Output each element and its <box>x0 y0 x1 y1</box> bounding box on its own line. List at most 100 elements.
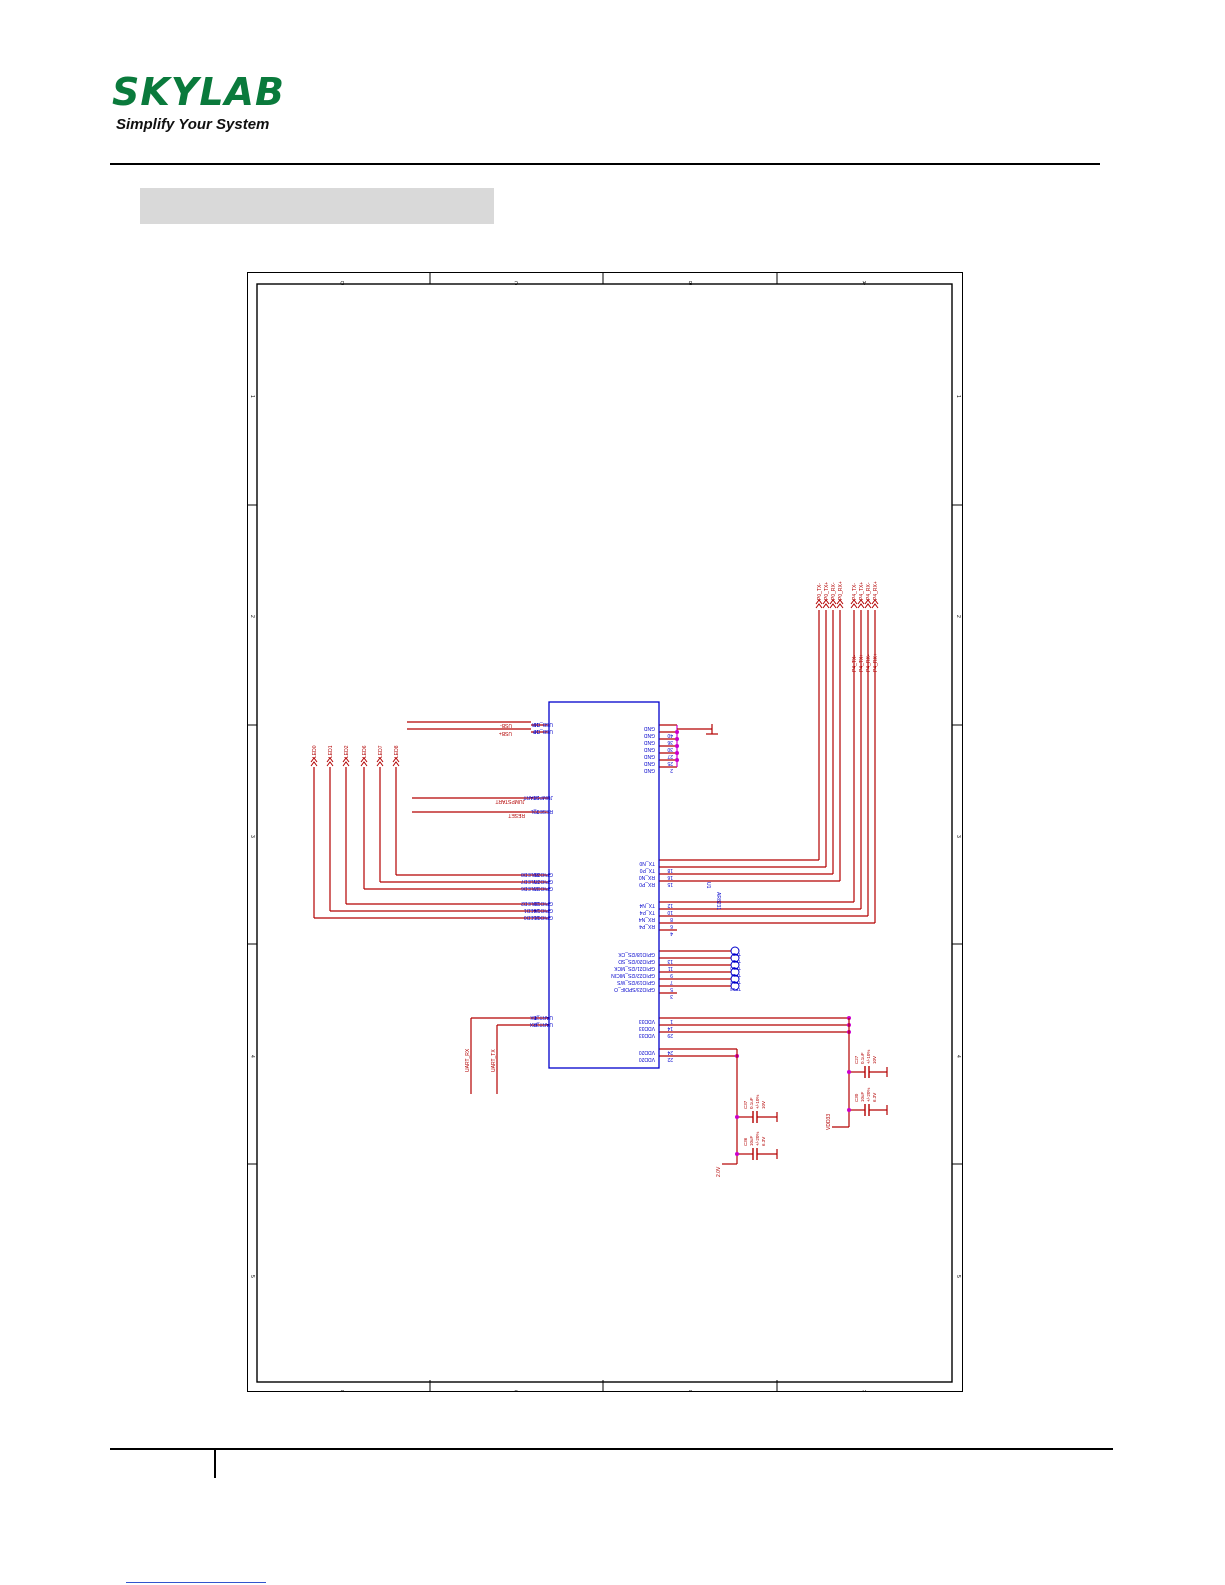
ic-body <box>548 701 660 1069</box>
net-flag <box>326 757 334 767</box>
pin-number: 6 <box>670 923 673 929</box>
junction-dot <box>675 751 679 755</box>
pin-name: TX_P4 <box>639 909 655 915</box>
cap-voltage: 10V <box>872 1056 877 1064</box>
border-number: 4 <box>955 1055 961 1058</box>
pin-name: GND <box>644 753 656 759</box>
pin-name: GPIO23/SPDIF_O <box>614 986 655 992</box>
pin-number: 35 <box>533 914 539 920</box>
pin-number: 2 <box>670 767 673 773</box>
cap-ref: C36 <box>743 1137 748 1146</box>
border-letter: B <box>688 1388 692 1392</box>
border-letter: D <box>340 279 344 285</box>
footer-separator <box>214 1450 216 1478</box>
logo-tagline: Simplify Your System <box>116 116 270 133</box>
cap-tolerance: +/-20% <box>755 1132 760 1146</box>
pin-number: 33 <box>533 900 539 906</box>
port-label: P4_RX+ <box>873 653 879 672</box>
cap-voltage: 6.3V <box>761 1137 766 1146</box>
pin-number: 14 <box>667 1025 673 1031</box>
net-label: LED2 <box>344 745 350 758</box>
net-label: LED7 <box>378 745 384 758</box>
pin-name: GND <box>644 732 656 738</box>
pin-number: 30 <box>667 746 673 752</box>
pin-name: VDD33 <box>639 1018 655 1024</box>
pin-number: 34 <box>533 907 539 913</box>
pin-number: 23 <box>533 808 539 814</box>
border-number: 2 <box>955 615 961 618</box>
cap-ref: C27 <box>854 1055 859 1064</box>
pin-name: JUMPSTART <box>523 794 553 800</box>
tp-label: TP8 <box>732 952 741 957</box>
net-flag <box>850 599 858 609</box>
pin-number: 24 <box>667 1049 673 1055</box>
pin-name: GPIO17/LED6 <box>521 885 553 891</box>
pin-name: GND <box>644 760 656 766</box>
pin-number: 17 <box>533 721 539 727</box>
pin-number: 11 <box>668 965 673 971</box>
schematic-nets <box>313 610 888 1165</box>
cap-value: 10uF <box>749 1135 754 1146</box>
pin-name: USB_DP <box>532 728 553 734</box>
header-divider <box>110 163 1100 165</box>
pin-name: GPIO19/I2S_WS <box>617 979 655 985</box>
net-label: UART_RX <box>465 1048 471 1072</box>
cap-voltage: 6.3V <box>872 1093 877 1102</box>
test-point <box>730 960 740 970</box>
border-letter: A <box>862 1388 866 1392</box>
tp-label: TP10 <box>730 966 741 971</box>
pin-number: 1 <box>670 1018 673 1024</box>
test-point <box>730 981 740 991</box>
pin-number: 22 <box>667 1056 673 1062</box>
net-flag <box>829 599 837 609</box>
net-label: USB- <box>500 722 512 728</box>
border-letter: A <box>862 279 866 285</box>
pin-name: USB_DM <box>532 721 553 727</box>
pin-name: GPIO20/I2S_SD <box>618 958 655 964</box>
net-label: LED0 <box>312 745 318 758</box>
cap-tolerance: +/-10% <box>755 1095 760 1109</box>
net-label: LED1 <box>328 745 334 758</box>
port-label: P4_RX- <box>866 654 872 672</box>
port-label: P4_TX- <box>852 583 858 600</box>
net-flag <box>822 599 830 609</box>
tp-label: TP13 <box>730 987 741 992</box>
border-number: 2 <box>249 615 255 618</box>
port-label: P4_RX+ <box>873 581 879 600</box>
net-flag <box>836 599 844 609</box>
pin-name: TX_N0 <box>639 860 655 866</box>
border-number: 1 <box>249 395 255 398</box>
border-number: 1 <box>955 395 961 398</box>
pin-name: VDD33 <box>639 1032 655 1038</box>
port-label: P4_RX- <box>866 582 872 600</box>
port-label: P4_TX+ <box>859 654 865 672</box>
port-label: P4_TX+ <box>859 582 865 600</box>
pin-number: 37 <box>533 1021 539 1027</box>
border-letter: D <box>340 1388 344 1392</box>
test-point <box>730 967 740 977</box>
net-flag <box>392 757 400 767</box>
border-letter: C <box>514 279 518 285</box>
pin-name: RESET_L <box>531 808 553 814</box>
pin-number: 16 <box>667 874 673 880</box>
pin-name: GPIO1/LED1 <box>524 907 553 913</box>
pin-number: 9 <box>670 972 673 978</box>
pin-number: 40 <box>667 732 673 738</box>
cap-value: 0.1uF <box>860 1052 865 1064</box>
pin-number: 12 <box>667 902 673 908</box>
border-letter: C <box>514 1388 518 1392</box>
pin-number: 20 <box>533 871 539 877</box>
pin-name: GND <box>644 767 656 773</box>
net-flag <box>310 757 318 767</box>
cap-ref: C37 <box>743 1100 748 1109</box>
junction-dot <box>735 1115 739 1119</box>
net-flag <box>360 757 368 767</box>
port-label: P0_TX- <box>817 583 823 600</box>
junction-dot <box>675 730 679 734</box>
pin-number: 10 <box>667 909 673 915</box>
pin-name: GPIO18/I2S_CK <box>618 951 655 957</box>
footer-link-underline[interactable] <box>126 1582 266 1583</box>
junction-dot <box>675 744 679 748</box>
